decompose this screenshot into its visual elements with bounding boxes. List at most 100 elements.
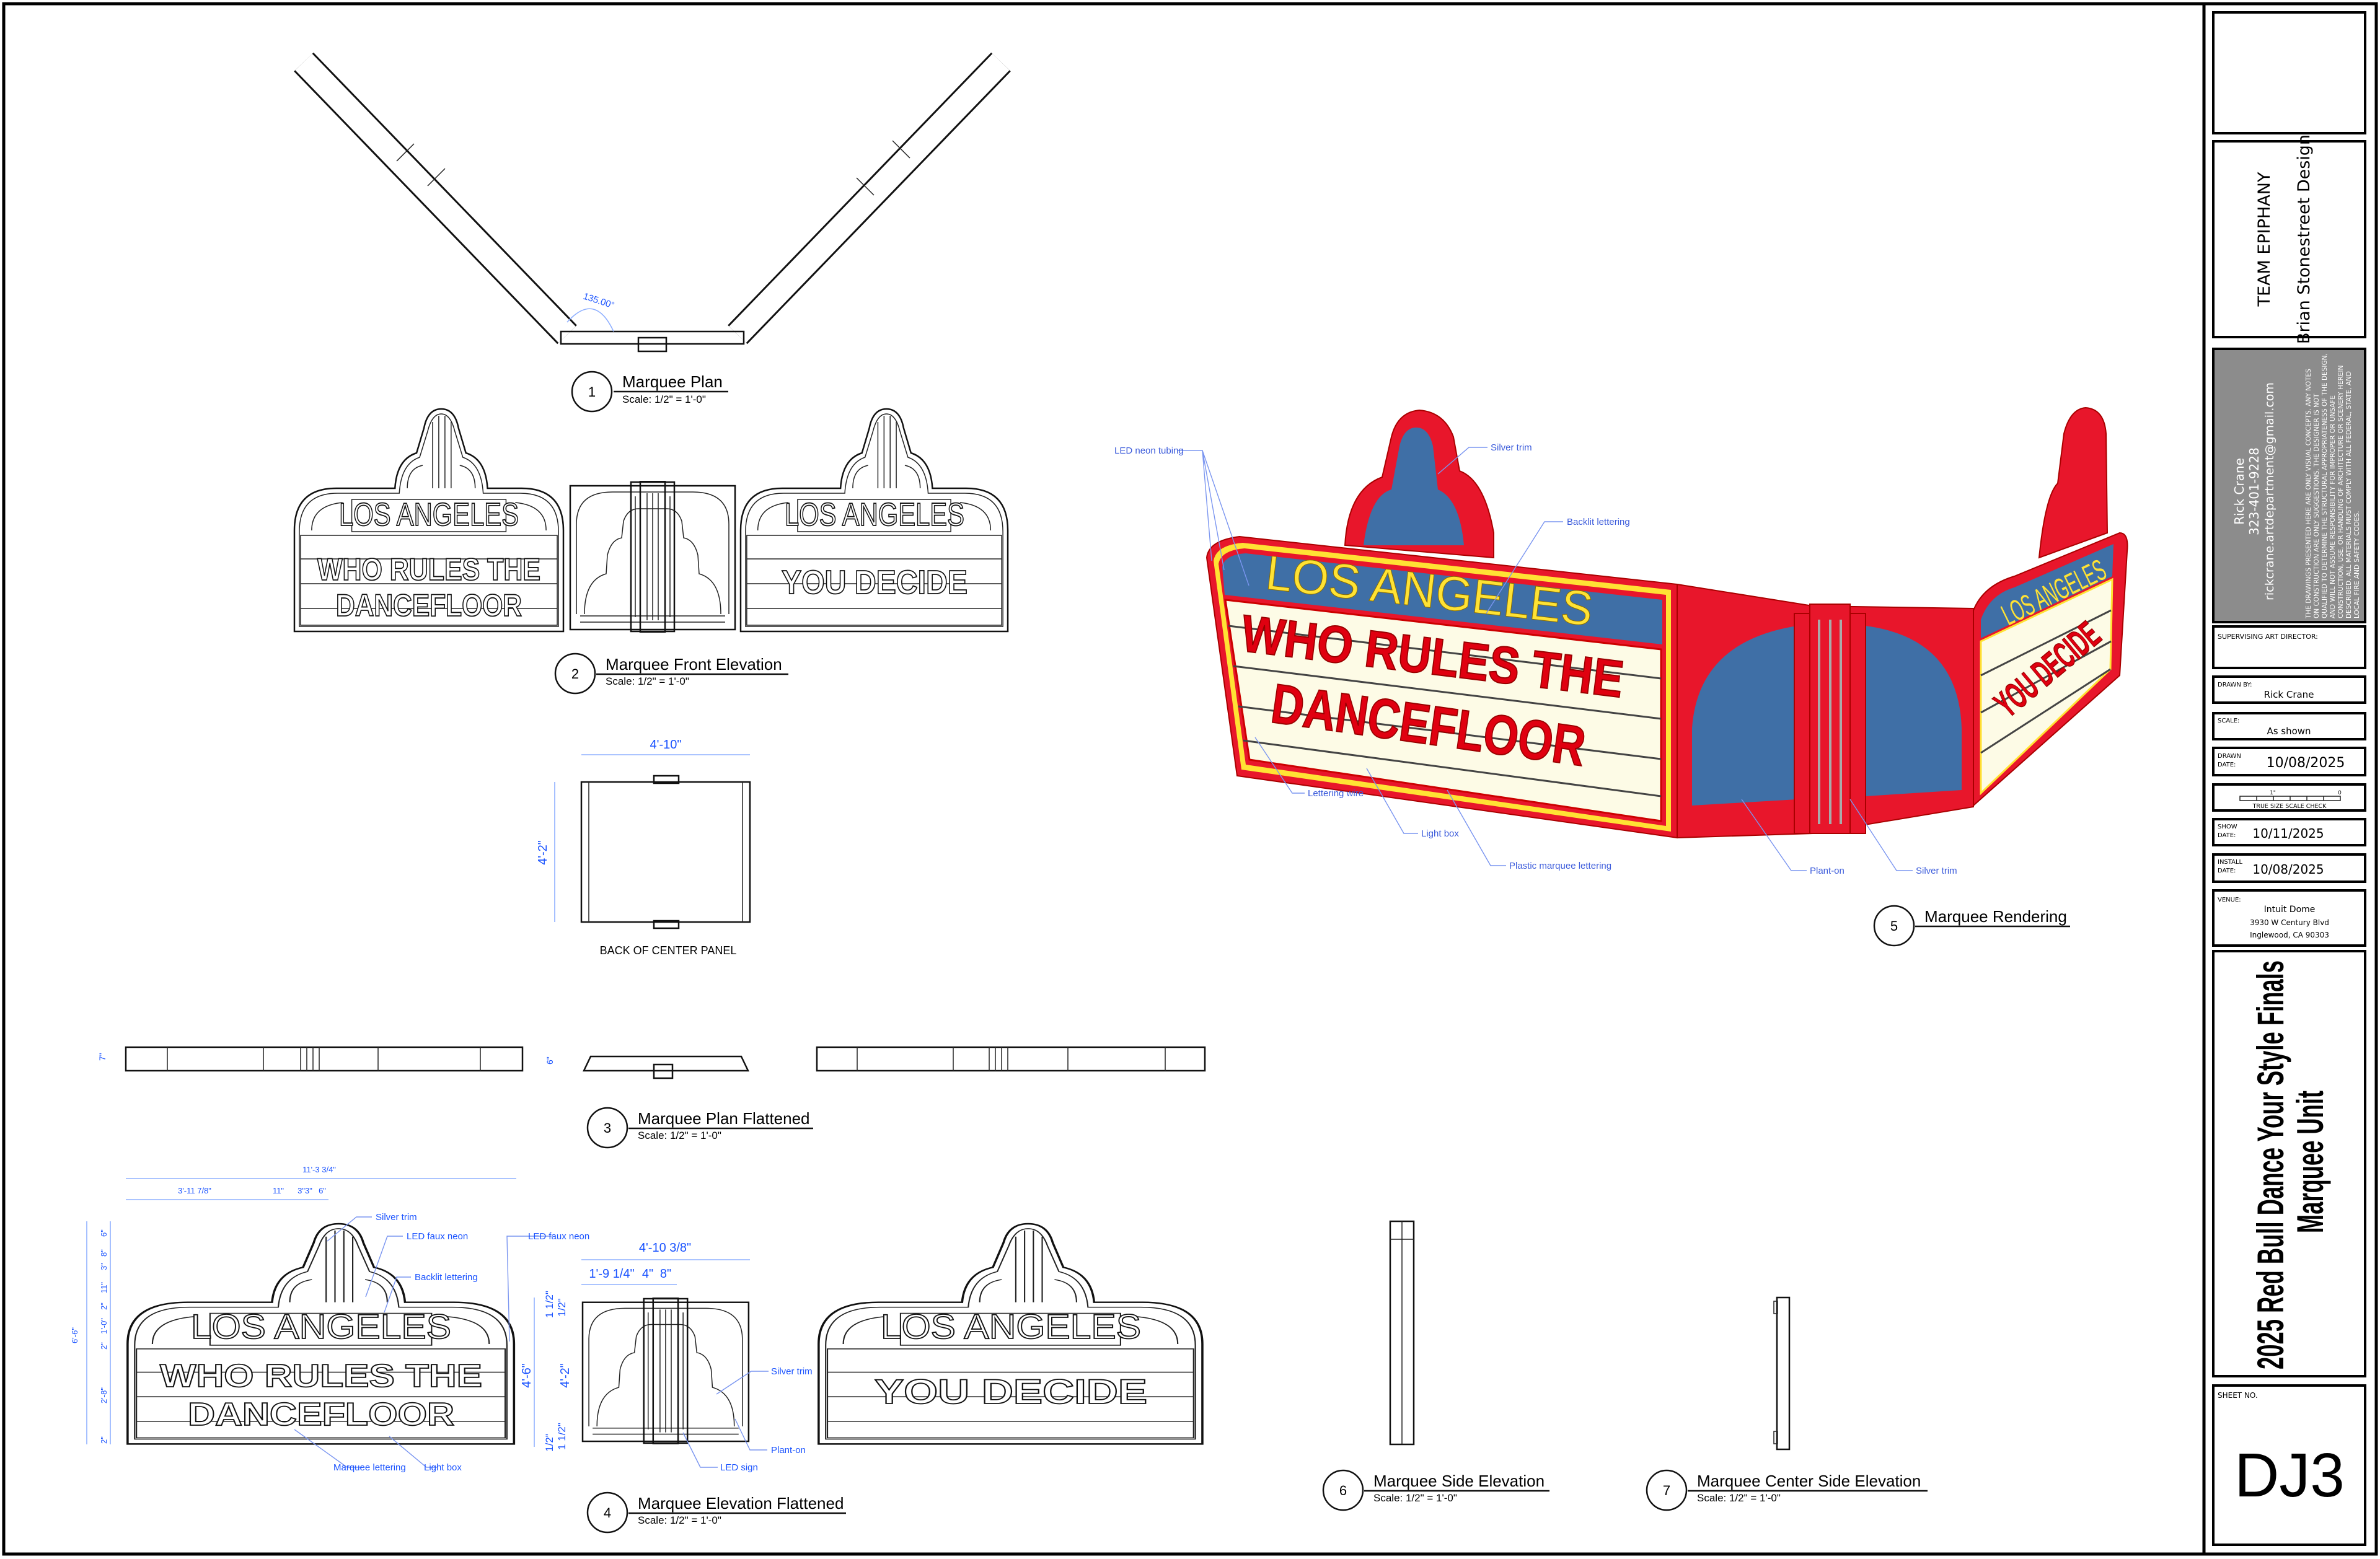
title-block-contact-name-text: Rick Crane — [2232, 458, 2247, 525]
views-2-scale-text: Scale: 1/2" = 1'-0" — [638, 1130, 721, 1141]
scale-box — [2212, 712, 2366, 740]
render-annotations-lettering-wire-text: Lettering wire — [1308, 788, 1364, 799]
marquee-center-side-elevation — [1773, 1296, 1791, 1451]
title-block-email-text: rickcrane.artdepartment@gmail.com — [2263, 382, 2276, 600]
views-5-number-text: 6 — [1339, 1483, 1347, 1498]
marquee-elevation-flattened: LOS ANGELES WHO RULES THE DANCEFLOOR LOS… — [70, 1165, 1204, 1473]
views-3-number-text: 4 — [604, 1505, 611, 1521]
elevation-dims-left-heights-2-text: 3" — [99, 1263, 108, 1270]
team-box — [2212, 140, 2366, 338]
marquee-plan-flattened: 7" 6" — [97, 1046, 1206, 1079]
title-block-scale-check-zero-text: 0 — [2338, 790, 2342, 796]
sheet-number-box — [2212, 1384, 2366, 1546]
install-date-value: 10/08/2025 — [2252, 862, 2324, 877]
views-1-scale-text: Scale: 1/2" = 1'-0" — [606, 675, 689, 687]
drawn-by-value: Rick Crane — [2264, 689, 2314, 700]
marquee-text-line1-text: LOS ANGELES — [785, 497, 964, 533]
elevation-dims-segments-1-text: 11" — [273, 1186, 284, 1195]
annotations-light-box-text: Light box — [424, 1462, 462, 1473]
title-block-venue-label-text: VENUE: — [2218, 897, 2241, 903]
elevation-dims-center-height-text: 4'-2" — [558, 1363, 572, 1388]
views-4-title-text: Marquee Rendering — [1924, 907, 2067, 926]
elevation-dims-half-inch-text: 1/2" — [556, 1298, 568, 1317]
title-block-disclaimer-3-text: AND WILL NOT ASSUME RESPONSIBILITY FOR I… — [2329, 395, 2337, 618]
elevation-dims-left-heights-8-text: 2" — [99, 1436, 108, 1444]
views-0-title-text: Marquee Plan — [622, 372, 723, 391]
views-6-scale-text: Scale: 1/2" = 1'-0" — [1697, 1492, 1781, 1504]
views-5-title-text: Marquee Side Elevation — [1373, 1472, 1545, 1490]
elevation-dims-panel-height-text: 4'-6" — [520, 1363, 534, 1388]
sheet-number: DJ3 — [2234, 1441, 2345, 1510]
title-block-drawn-by-label-text: DRAWN BY: — [2218, 682, 2252, 688]
title-block-show-date-label-2-text: DATE: — [2218, 832, 2236, 839]
annotations-led-faux-neon-text: LED faux neon — [528, 1231, 589, 1242]
plan-angle-dimension: 135.00° — [582, 291, 616, 311]
elevation-dims-overall-height-text: 6'-6" — [70, 1327, 79, 1343]
view-label-6: 6 Marquee Side Elevation Scale: 1/2" = 1… — [1322, 1469, 1549, 1511]
elevation-dims-inch-half-text: 1 1/2" — [556, 1423, 568, 1450]
view-label-2: 2 Marquee Front Elevation Scale: 1/2" = … — [554, 652, 788, 695]
views-6-number-text: 7 — [1663, 1483, 1670, 1498]
marquee-rendering: LOS ANGELES WHO RULES THE DANCEFLOOR LOS… — [1114, 406, 2128, 876]
render-left-header — [1222, 553, 1662, 644]
views-1-title-text: Marquee Front Elevation — [606, 655, 782, 674]
back-panel-label: BACK OF CENTER PANEL — [600, 944, 737, 957]
elevation-dims-segments-2-text: 3"3" — [298, 1186, 312, 1195]
title-block-venue-address-2-text: Inglewood, CA 90303 — [2250, 931, 2329, 939]
scale-value: As shown — [2267, 726, 2311, 737]
render-annotations-led-neon-tubing-text: LED neon tubing — [1114, 446, 1184, 456]
project-title: 2025 Red Bull Dance Your Style Finals — [2250, 960, 2291, 1369]
title-block-show-date-label-1-text: SHOW — [2218, 823, 2237, 830]
back-panel-height: 4'-2" — [536, 840, 550, 865]
marquee-text-line3-text: DANCEFLOOR — [336, 588, 522, 623]
title-block-disclaimer-6-text: LOCAL FIRE AND SAFETY CODES. — [2353, 511, 2361, 618]
views-2-number-text: 3 — [604, 1120, 611, 1136]
elevation-dims-overall-width-text: 11'-3 3/4" — [302, 1165, 336, 1174]
drawn-date-value: 10/08/2025 — [2267, 755, 2345, 771]
views-3-scale-text: Scale: 1/2" = 1'-0" — [638, 1514, 721, 1526]
elevation-dims-center-segments-1-text: 4" — [642, 1267, 653, 1281]
elevation-dims-left-heights-5-text: 1'-0" — [99, 1318, 108, 1334]
marquee-text-right-text: YOU DECIDE — [875, 1372, 1147, 1411]
marquee-plan-view: 135.00° — [294, 52, 1011, 353]
title-block-install-date-label-2-text: DATE: — [2218, 867, 2236, 874]
render-annotations-plant-on-text: Plant-on — [1810, 866, 1844, 876]
title-block-sheet-no-label-text: SHEET NO. — [2218, 1391, 2258, 1400]
supervising-box — [2212, 625, 2366, 669]
views-0-number-text: 1 — [588, 384, 596, 400]
show-date-box — [2212, 818, 2366, 846]
elevation-dims-segments-3-text: 6" — [319, 1186, 326, 1195]
show-date-value: 10/11/2025 — [2252, 826, 2324, 841]
marquee-text-line1-text: LOS ANGELES — [339, 497, 519, 533]
venue-box — [2212, 889, 2366, 947]
marquee-text-line1-text: LOS ANGELES — [191, 1307, 451, 1346]
marquee-front-elevation: LOS ANGELES WHO RULES THE DANCEFLOOR LOS… — [293, 408, 1009, 633]
marquee-text-line2-text: WHO RULES THE — [317, 552, 540, 587]
marquee-side-elevation — [1389, 1220, 1415, 1446]
plan-flat-center-depth-text: 6" — [545, 1056, 555, 1065]
views-5-scale-text: Scale: 1/2" = 1'-0" — [1373, 1492, 1457, 1504]
title-block-disclaimer-1-text: ON CONSTRUCTION ARE ONLY SUGGESTIONS. TH… — [2313, 393, 2320, 618]
render-annotations-silver-trim-text: Silver trim — [1491, 442, 1532, 453]
elevation-dims-left-heights-7-text: 2'-8" — [99, 1387, 108, 1403]
elevation-dims-inch-half-text: 1 1/2" — [544, 1291, 555, 1318]
title-block-scale-label-text: SCALE: — [2218, 718, 2239, 724]
view-label-3: 3 Marquee Plan Flattened Scale: 1/2" = 1… — [586, 1107, 813, 1149]
title-block-drawn-date-label-2-text: DATE: — [2218, 762, 2236, 768]
elevation-dims-half-inch-text: 1/2" — [544, 1433, 555, 1452]
render-annotations-backlit-lettering-text: Backlit lettering — [1567, 517, 1630, 527]
marquee-text-right-text: YOU DECIDE — [782, 564, 967, 601]
drawn-date-box — [2212, 747, 2366, 776]
title-block-disclaimer-4-text: CONSTRUCTION, USE, OR HANDLING OF ARCHIT… — [2337, 366, 2345, 618]
title-block: TEAM EPIPHANY Brian Stonestreet Design R… — [2212, 11, 2366, 1546]
views-2-title-text: Marquee Plan Flattened — [638, 1109, 810, 1128]
marquee-text-line3-text: DANCEFLOOR — [188, 1397, 454, 1433]
project-title-box — [2212, 950, 2366, 1377]
annotations-backlit-lettering-text: Backlit lettering — [415, 1272, 478, 1283]
views-0-scale-text: Scale: 1/2" = 1'-0" — [622, 393, 706, 405]
views-4-number-text: 5 — [1890, 918, 1898, 934]
render-right-tower — [2038, 406, 2109, 559]
title-block-disclaimer-2-text: QUALIFIED TO DETERMINE THE STRUCTURAL AP… — [2321, 353, 2329, 618]
